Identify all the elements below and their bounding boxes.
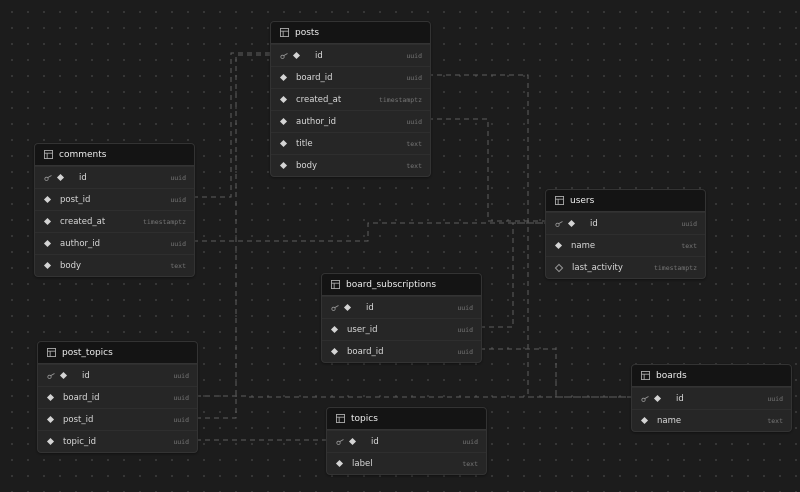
column-indicator-icon (567, 219, 576, 228)
column-row[interactable]: user_id uuid (322, 318, 481, 340)
column-row[interactable]: id uuid (327, 430, 486, 452)
table-icon (641, 371, 650, 380)
table-header[interactable]: boards (632, 365, 791, 387)
column-row[interactable]: created_at timestamptz (271, 88, 430, 110)
column-indicator-icon (279, 95, 288, 104)
table-header[interactable]: posts (271, 22, 430, 44)
nullable-indicator-icon (554, 263, 564, 272)
key-icon (641, 395, 649, 402)
column-row[interactable]: id uuid (38, 364, 197, 386)
column-indicator-icon (43, 261, 52, 270)
table-icon (44, 150, 53, 159)
relation-topics-board-to-boards (196, 395, 632, 398)
column-indicator-icon (46, 415, 55, 424)
column-indicator-icon (335, 459, 344, 468)
column-row[interactable]: post_id uuid (35, 188, 194, 210)
table-name: post_topics (62, 347, 113, 358)
column-indicator-icon (46, 393, 55, 402)
table-name: comments (59, 149, 107, 160)
column-row[interactable]: body text (271, 154, 430, 176)
column-row[interactable]: board_id uuid (322, 340, 481, 362)
relation-subs-user-to-users (480, 222, 545, 328)
table-icon (331, 280, 340, 289)
table-name: posts (295, 27, 320, 38)
column-row[interactable]: author_id uuid (35, 232, 194, 254)
relation-comments-post-to-posts (193, 52, 271, 198)
table-name: topics (351, 413, 378, 424)
table-icon (280, 28, 289, 37)
column-row[interactable]: created_at timestamptz (35, 210, 194, 232)
column-row[interactable]: board_id uuid (38, 386, 197, 408)
column-indicator-icon (279, 73, 288, 82)
column-row[interactable]: id uuid (271, 44, 430, 66)
table-board-subscriptions[interactable]: board_subscriptions id uuid user_id uuid… (321, 273, 482, 363)
column-row[interactable]: id uuid (322, 296, 481, 318)
key-icon (280, 52, 288, 59)
table-name: users (570, 195, 595, 206)
key-icon (47, 372, 55, 379)
column-indicator-icon (43, 239, 52, 248)
column-indicator-icon (343, 303, 352, 312)
column-row[interactable]: post_id uuid (38, 408, 197, 430)
table-name: boards (656, 370, 687, 381)
column-indicator-icon (640, 416, 649, 425)
column-indicator-icon (43, 195, 52, 204)
column-row[interactable]: id uuid (546, 212, 705, 234)
column-indicator-icon (554, 241, 563, 250)
relation-subs-board-to-boards (480, 348, 632, 398)
table-name: board_subscriptions (346, 279, 437, 290)
column-indicator-icon (46, 437, 55, 446)
table-header[interactable]: comments (35, 144, 194, 166)
column-row[interactable]: id uuid (632, 387, 791, 409)
column-indicator-icon (56, 173, 65, 182)
table-post-topics[interactable]: post_topics id uuid board_id uuid post_i… (37, 341, 198, 453)
column-row[interactable]: topic_id uuid (38, 430, 197, 452)
table-users[interactable]: users id uuid name text last_activity ti… (545, 189, 706, 279)
column-indicator-icon (653, 394, 662, 403)
column-indicator-icon (279, 117, 288, 126)
relation-topics-post-to-posts (196, 54, 271, 419)
column-indicator-icon (330, 325, 339, 334)
column-row[interactable]: id uuid (35, 166, 194, 188)
table-boards[interactable]: boards id uuid name text (631, 364, 792, 432)
column-indicator-icon (43, 217, 52, 226)
table-comments[interactable]: comments id uuid post_id uuid created_at… (34, 143, 195, 277)
column-indicator-icon (292, 51, 301, 60)
table-icon (555, 196, 564, 205)
table-header[interactable]: board_subscriptions (322, 274, 481, 296)
table-icon (336, 414, 345, 423)
relation-posts-author-to-users (428, 118, 545, 222)
table-posts[interactable]: posts id uuid board_id uuid created_at t… (270, 21, 431, 177)
column-row[interactable]: body text (35, 254, 194, 276)
column-row[interactable]: name text (546, 234, 705, 256)
column-row[interactable]: last_activity timestamptz (546, 256, 705, 278)
table-topics[interactable]: topics id uuid label text (326, 407, 487, 475)
key-icon (331, 304, 339, 311)
column-row[interactable]: board_id uuid (271, 66, 430, 88)
table-header[interactable]: users (546, 190, 705, 212)
key-icon (336, 438, 344, 445)
table-header[interactable]: post_topics (38, 342, 197, 364)
table-header[interactable]: topics (327, 408, 486, 430)
relation-comments-author-to-users (193, 222, 545, 242)
column-row[interactable]: author_id uuid (271, 110, 430, 132)
column-indicator-icon (330, 347, 339, 356)
column-indicator-icon (279, 161, 288, 170)
key-icon (555, 220, 563, 227)
key-icon (44, 174, 52, 181)
column-row[interactable]: name text (632, 409, 791, 431)
column-indicator-icon (279, 139, 288, 148)
column-row[interactable]: title text (271, 132, 430, 154)
column-indicator-icon (348, 437, 357, 446)
column-indicator-icon (59, 371, 68, 380)
column-row[interactable]: label text (327, 452, 486, 474)
table-icon (47, 348, 56, 357)
